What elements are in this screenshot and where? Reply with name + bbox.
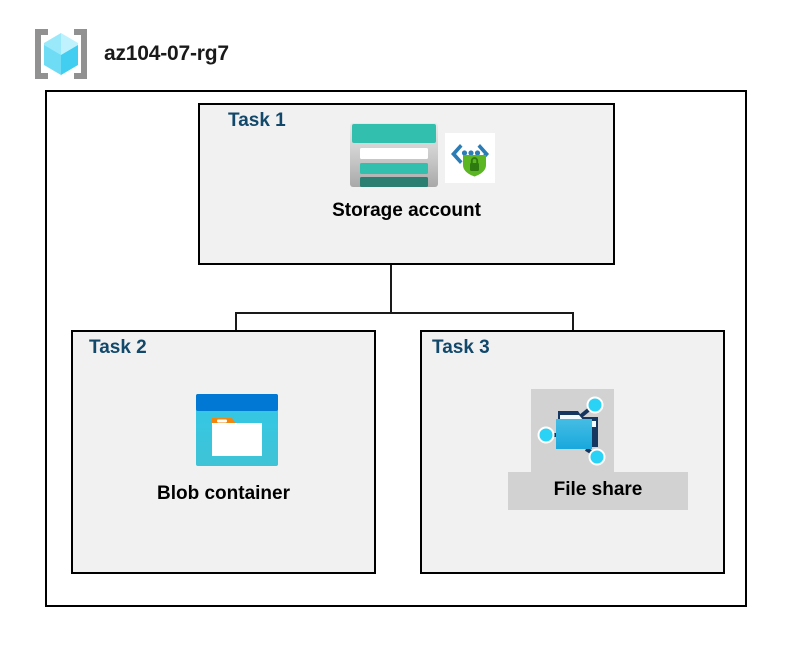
resource-group-header: az104-07-rg7	[30, 24, 229, 84]
secure-data-shield-icon	[445, 133, 495, 183]
blob-container-icon	[194, 392, 280, 468]
resource-group-icon	[30, 25, 92, 83]
resource-group-title: az104-07-rg7	[104, 42, 229, 65]
connector-storage-stem	[390, 228, 392, 314]
storage-account-icon	[349, 121, 439, 189]
file-share-caption: File share	[508, 472, 688, 510]
connector-horizontal-bus	[235, 312, 574, 314]
task-3-label: Task 3	[432, 337, 490, 358]
task-1-label: Task 1	[228, 110, 286, 131]
task-2-label: Task 2	[89, 337, 147, 358]
storage-account-caption: Storage account	[332, 200, 481, 221]
blob-container-caption: Blob container	[156, 483, 290, 504]
file-share-icon	[534, 391, 612, 469]
